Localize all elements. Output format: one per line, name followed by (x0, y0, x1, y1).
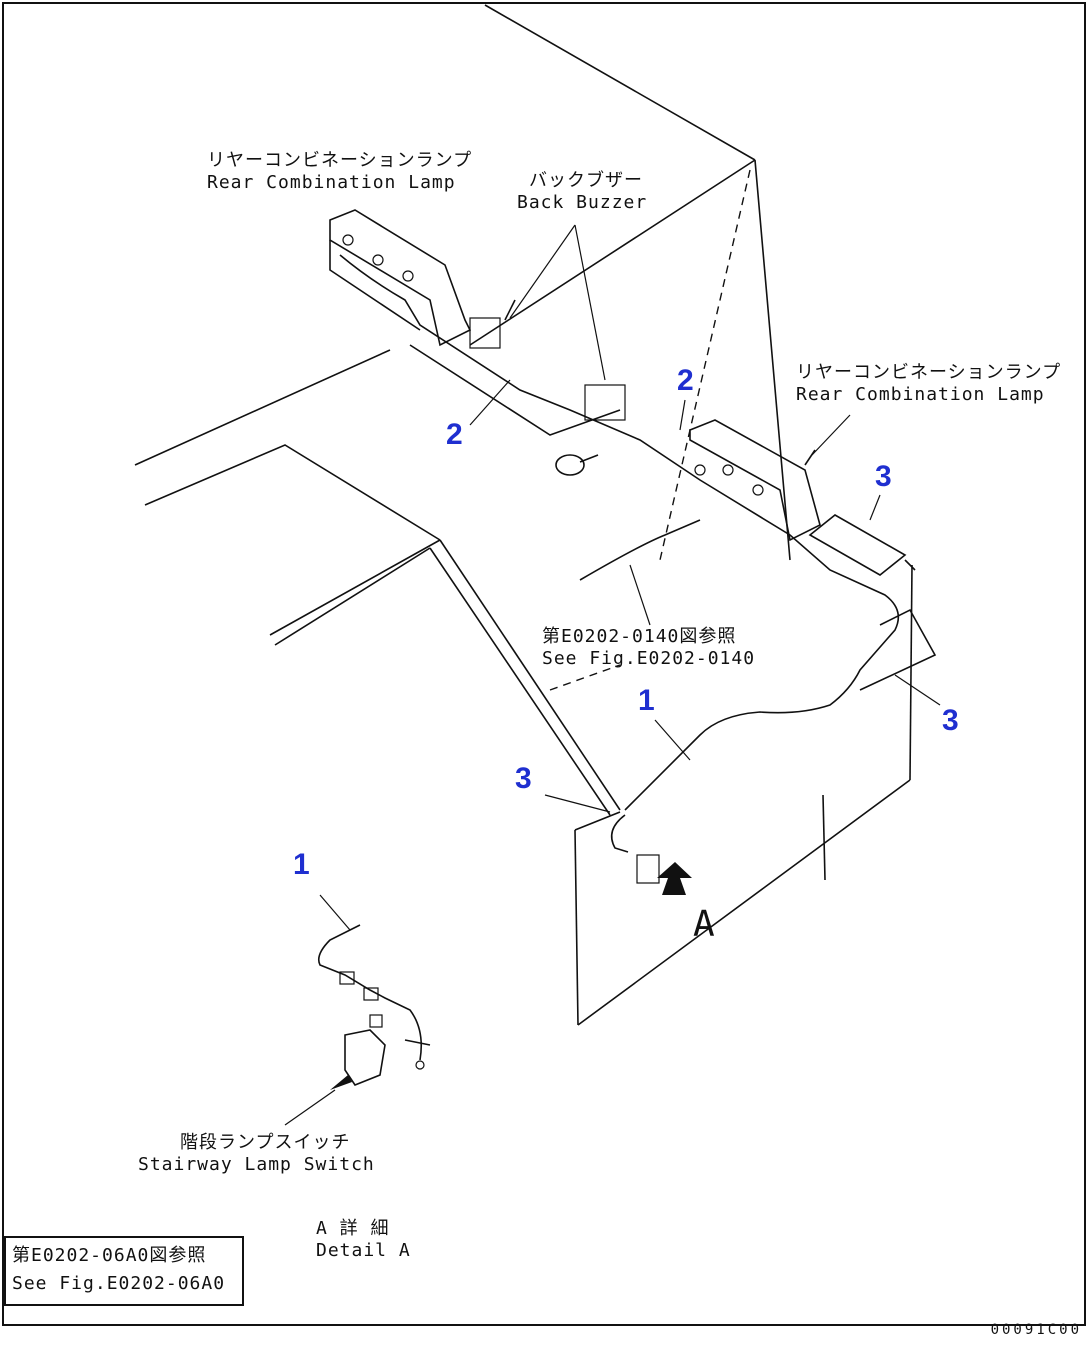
lamp-right-bolt (804, 449, 816, 466)
fender-right (909, 564, 913, 781)
bolt-cap (555, 454, 585, 476)
label-see-fig-0140-en: See Fig.E0202-0140 (542, 648, 756, 669)
view-arrow-a (657, 862, 692, 895)
leader-buzzer-2 (574, 224, 606, 381)
connector-a (636, 854, 660, 884)
cab-hidden-edge (659, 169, 751, 561)
drawing-code: 00091C00 (990, 1322, 1082, 1338)
callout-2-left: 2 (446, 418, 463, 451)
clamp-plate-top (808, 514, 907, 576)
fender-top (574, 811, 621, 831)
label-back-buzzer-en: Back Buzzer (517, 192, 648, 213)
cab-roof-line (469, 159, 756, 346)
callout-3-left: 3 (515, 762, 532, 795)
deck-front-edge (269, 539, 441, 636)
branch-wire (579, 519, 701, 581)
leader-see-fig (629, 564, 651, 626)
stairway-switch-body (344, 1029, 386, 1086)
fender-bottom (577, 779, 911, 1026)
callout-3-right: 3 (942, 704, 959, 737)
callout-1-main: 1 (638, 684, 655, 717)
fender-right-top (904, 559, 916, 571)
lamp-bracket-left (409, 344, 621, 436)
label-stairway-switch: 階段ランプスイッチ Stairway Lamp Switch (138, 1132, 375, 1176)
buzzer-2 (584, 384, 626, 421)
cab-vertical-edge (754, 159, 791, 561)
leader-2-mid (679, 399, 686, 431)
label-rear-lamp-right-jp: リヤーコンビネーションランプ (796, 362, 1062, 383)
label-rear-lamp-left: リヤーコンビネーションランプ Rear Combination Lamp (207, 150, 472, 194)
lamp-left-bulb-1 (342, 234, 354, 246)
label-detail-a-jp: A 詳 細 (316, 1218, 390, 1239)
deck-diagonal (439, 539, 621, 811)
leader-1-detail (319, 894, 351, 931)
detail-wire (317, 924, 423, 1061)
drawing-frame (2, 2, 1086, 1326)
lamp-left-face (329, 240, 421, 331)
clamp-plate-right (859, 608, 937, 691)
label-back-buzzer-jp: バックブザー (529, 170, 643, 191)
label-rear-lamp-left-en: Rear Combination Lamp (207, 172, 456, 193)
label-rear-lamp-right-en: Rear Combination Lamp (796, 384, 1045, 405)
switch-bolt (330, 1075, 352, 1090)
harness-main (339, 254, 900, 811)
reference-box: 第E0202-06A0図参照 See Fig.E0202-06A0 (4, 1236, 244, 1306)
label-see-fig-0140: 第E0202-0140図参照 See Fig.E0202-0140 (542, 626, 755, 670)
leader-switch (284, 1089, 336, 1126)
lamp-left-bulb-2 (372, 254, 384, 266)
detail-wire-branch (404, 1039, 431, 1046)
label-detail-a-en: Detail A (316, 1240, 411, 1261)
deck-diagonal2 (429, 547, 611, 816)
lamp-right-bulb-2 (722, 464, 734, 476)
lamp-left-housing (329, 209, 472, 347)
label-stairway-switch-en: Stairway Lamp Switch (138, 1154, 375, 1175)
buzzer-1-bolt (504, 299, 516, 321)
fender-left (574, 829, 579, 1026)
leader-lamp-right (811, 414, 851, 456)
label-view-a: A (693, 904, 716, 945)
label-rear-lamp-left-jp: リヤーコンビネーションランプ (207, 150, 473, 171)
detail-connector-1 (339, 971, 355, 985)
lamp-right-housing (689, 419, 821, 542)
leader-1-main (654, 719, 691, 761)
buzzer-1 (469, 317, 501, 349)
leader-3-left (544, 794, 611, 813)
leader-3-right (894, 674, 941, 706)
detail-connector-3 (369, 1014, 383, 1028)
bolt-shaft (579, 454, 599, 463)
fender-inner (822, 794, 826, 881)
callout-3-top-right: 3 (875, 460, 892, 493)
deck-front-edge2 (274, 547, 431, 646)
label-stairway-switch-jp: 階段ランプスイッチ (180, 1132, 351, 1153)
lamp-right-bulb-3 (752, 484, 764, 496)
cab-edge-top (484, 4, 756, 161)
label-rear-lamp-right: リヤーコンビネーションランプ Rear Combination Lamp (796, 362, 1061, 406)
leader-3-top (869, 494, 881, 521)
reference-box-en: See Fig.E0202-06A0 (12, 1273, 226, 1294)
detail-connector-2 (363, 987, 379, 1001)
callout-1-detail: 1 (293, 848, 310, 881)
deck-upper-edge (134, 349, 391, 466)
deck-mid-edge (144, 444, 441, 541)
callout-2-mid: 2 (677, 364, 694, 397)
lamp-right-bulb-1 (694, 464, 706, 476)
leader-2-left (469, 379, 511, 426)
label-back-buzzer: バックブザー Back Buzzer (517, 170, 647, 214)
detail-terminal (415, 1060, 425, 1070)
harness-tail (610, 814, 629, 853)
reference-box-jp: 第E0202-06A0図参照 (12, 1245, 207, 1266)
label-detail-a: A 詳 細 Detail A (316, 1218, 411, 1262)
lamp-left-bulb-3 (402, 270, 414, 282)
label-see-fig-0140-jp: 第E0202-0140図参照 (542, 626, 737, 647)
leader-buzzer-1 (509, 224, 576, 319)
deck-hidden-line (549, 664, 621, 691)
